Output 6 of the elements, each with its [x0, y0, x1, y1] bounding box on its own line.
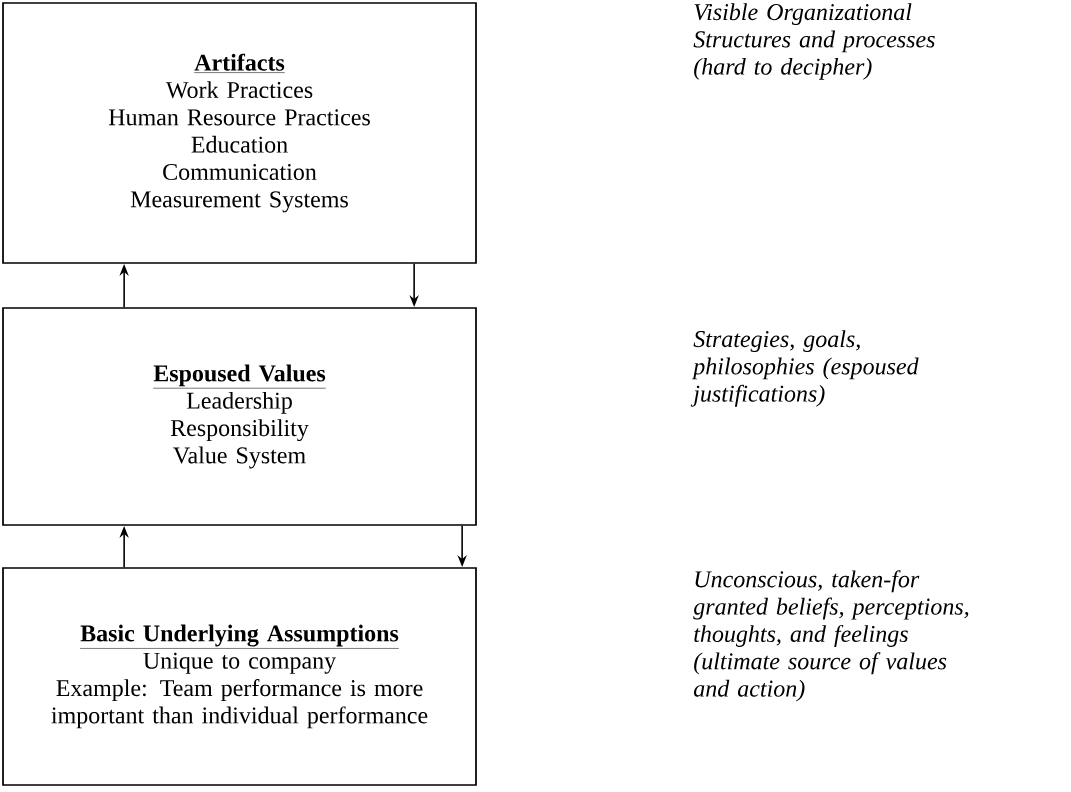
layer-description: Visible Organizational Structures and processes (hard to decipher)	[693, 3, 935, 80]
layer-box: Basic Underlying Assumptions Unique to company Example: Team performance is more important than individual performance	[2, 567, 477, 786]
layer-box: Espoused Values Leadership Responsibility Value System	[2, 307, 477, 526]
layer-box: Artifacts Work Practices Human Resource Practices Education Communication Measurement Systems	[2, 2, 477, 264]
layer-description: Strategies, goals, philosophies (espoused justifications)	[690, 330, 919, 407]
layer-description: Unconscious, taken-for granted beliefs, perceptions, thoughts, and feelings (ultimate source of values and action)	[693, 570, 969, 702]
